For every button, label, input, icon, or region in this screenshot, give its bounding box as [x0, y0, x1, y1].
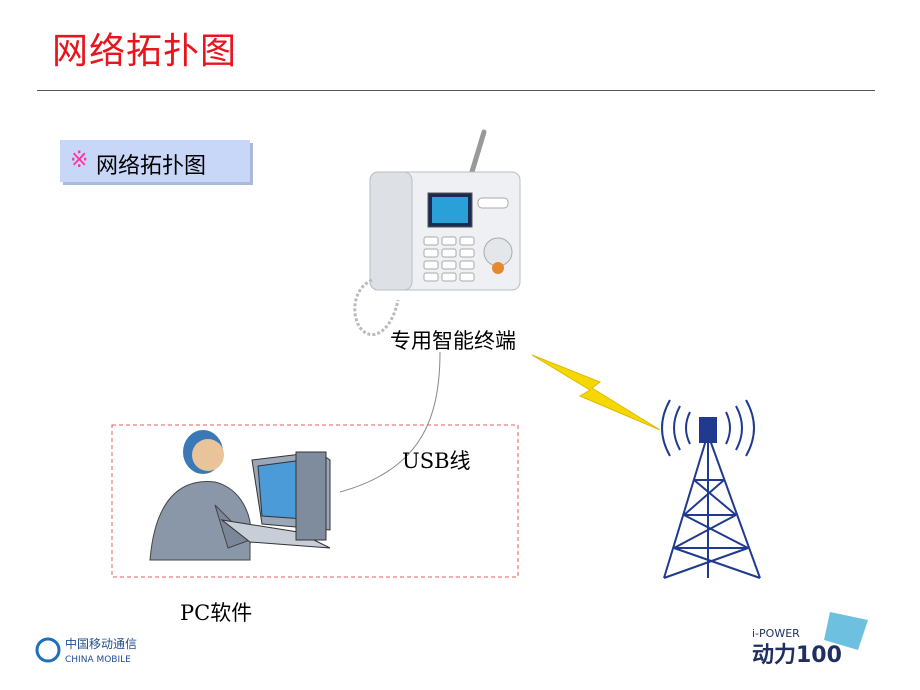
usb-cable	[339, 351, 441, 493]
section-label-text: 网络拓扑图	[96, 154, 207, 179]
title-divider	[37, 90, 875, 91]
china-mobile-logo-en: CHINA MOBILE	[65, 655, 131, 665]
ipower-logo-top: i-POWER	[752, 627, 800, 640]
ipower-logo: i-POWER 动力100	[752, 612, 868, 668]
section-label: ※ 网络拓扑图	[60, 140, 250, 182]
reference-mark: ※	[70, 148, 89, 173]
wireless-link-bolt-icon	[531, 354, 661, 431]
pc-software-caption: PC软件	[180, 601, 253, 625]
terminal-phone-icon	[353, 129, 521, 337]
china-mobile-logo-cn: 中国移动通信	[65, 636, 137, 651]
usb-cable-caption: USB线	[402, 449, 471, 473]
pc-operator-icon	[149, 430, 331, 561]
pc-group-frame	[111, 424, 519, 578]
radio-tower-icon	[661, 399, 761, 579]
terminal-caption: 专用智能终端	[390, 329, 516, 353]
page-title: 网络拓扑图	[52, 31, 238, 72]
china-mobile-logo: 中国移动通信 CHINA MOBILE	[35, 636, 137, 665]
ipower-logo-main: 动力100	[752, 643, 842, 668]
